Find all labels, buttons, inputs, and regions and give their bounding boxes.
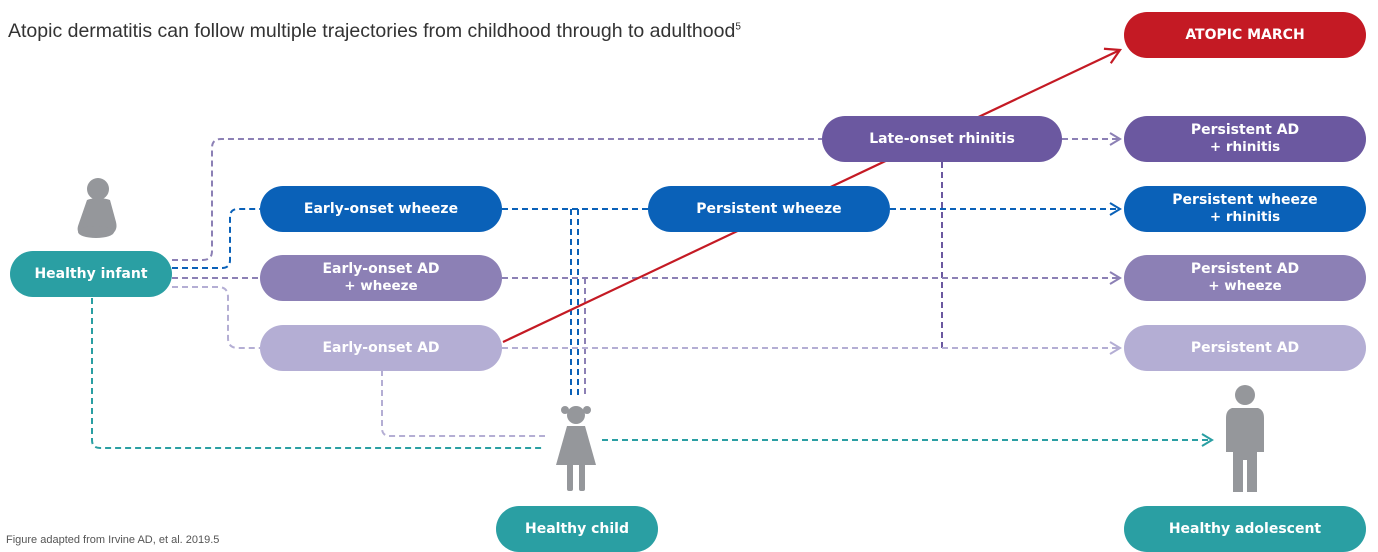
adolescent-figure-icon bbox=[1226, 385, 1264, 492]
path-early-ad-to-child bbox=[381, 370, 545, 437]
node-persistent-wheeze-rhinitis-line1: Persistent wheeze bbox=[1172, 192, 1318, 208]
node-healthy-infant: Healthy infant bbox=[10, 251, 172, 297]
node-atopic-march-label: ATOPIC MARCH bbox=[1185, 26, 1305, 43]
node-atopic-march: ATOPIC MARCH bbox=[1124, 12, 1366, 58]
node-healthy-adolescent: Healthy adolescent bbox=[1124, 506, 1366, 552]
node-persistent-ad-wheeze: Persistent AD+ wheeze bbox=[1124, 255, 1366, 301]
path-infant-to-early-ad bbox=[172, 286, 260, 349]
node-persistent-ad-wheeze-line2: + wheeze bbox=[1208, 278, 1282, 294]
node-early-onset-ad-wheeze-line1: Early-onset AD bbox=[322, 261, 440, 277]
node-persistent-ad-rhinitis-line1: Persistent AD bbox=[1190, 122, 1300, 138]
path-infant-to-early-wheeze bbox=[172, 208, 260, 269]
title-reference: 5 bbox=[735, 21, 741, 33]
node-early-onset-ad-wheeze-line2: + wheeze bbox=[344, 278, 418, 294]
node-persistent-wheeze-label: Persistent wheeze bbox=[696, 200, 842, 217]
node-persistent-wheeze-rhinitis: Persistent wheeze+ rhinitis bbox=[1124, 186, 1366, 232]
node-persistent-ad-rhinitis: Persistent AD+ rhinitis bbox=[1124, 116, 1366, 162]
node-early-onset-ad-wheeze: Early-onset AD+ wheeze bbox=[260, 255, 502, 301]
node-healthy-child-label: Healthy child bbox=[524, 520, 629, 537]
node-late-onset-rhinitis: Late-onset rhinitis bbox=[822, 116, 1062, 162]
node-early-onset-ad-label: Early-onset AD bbox=[322, 339, 440, 356]
title-text: Atopic dermatitis can follow multiple tr… bbox=[8, 20, 736, 42]
node-persistent-ad-wheeze-line1: Persistent AD bbox=[1190, 261, 1300, 277]
node-persistent-wheeze: Persistent wheeze bbox=[648, 186, 890, 232]
node-healthy-child: Healthy child bbox=[496, 506, 658, 552]
diagram-title: Atopic dermatitis can follow multiple tr… bbox=[8, 20, 741, 43]
path-infant-to-child bbox=[91, 298, 545, 449]
node-persistent-ad-label: Persistent AD bbox=[1190, 339, 1300, 356]
node-late-onset-rhinitis-label: Late-onset rhinitis bbox=[869, 130, 1015, 147]
node-early-onset-wheeze-label: Early-onset wheeze bbox=[303, 200, 459, 217]
node-healthy-infant-label: Healthy infant bbox=[34, 265, 148, 282]
child-figure-icon bbox=[556, 406, 596, 491]
node-healthy-adolescent-label: Healthy adolescent bbox=[1168, 520, 1322, 537]
node-persistent-wheeze-rhinitis-line2: + rhinitis bbox=[1209, 209, 1281, 225]
node-persistent-ad: Persistent AD bbox=[1124, 325, 1366, 371]
node-persistent-ad-rhinitis-line2: + rhinitis bbox=[1209, 139, 1281, 155]
node-early-onset-wheeze: Early-onset wheeze bbox=[260, 186, 502, 232]
figure-footnote: Figure adapted from Irvine AD, et al. 20… bbox=[6, 534, 220, 546]
path-infant-to-late-rhinitis bbox=[172, 138, 822, 261]
infant-figure-icon bbox=[77, 178, 117, 238]
node-early-onset-ad: Early-onset AD bbox=[260, 325, 502, 371]
